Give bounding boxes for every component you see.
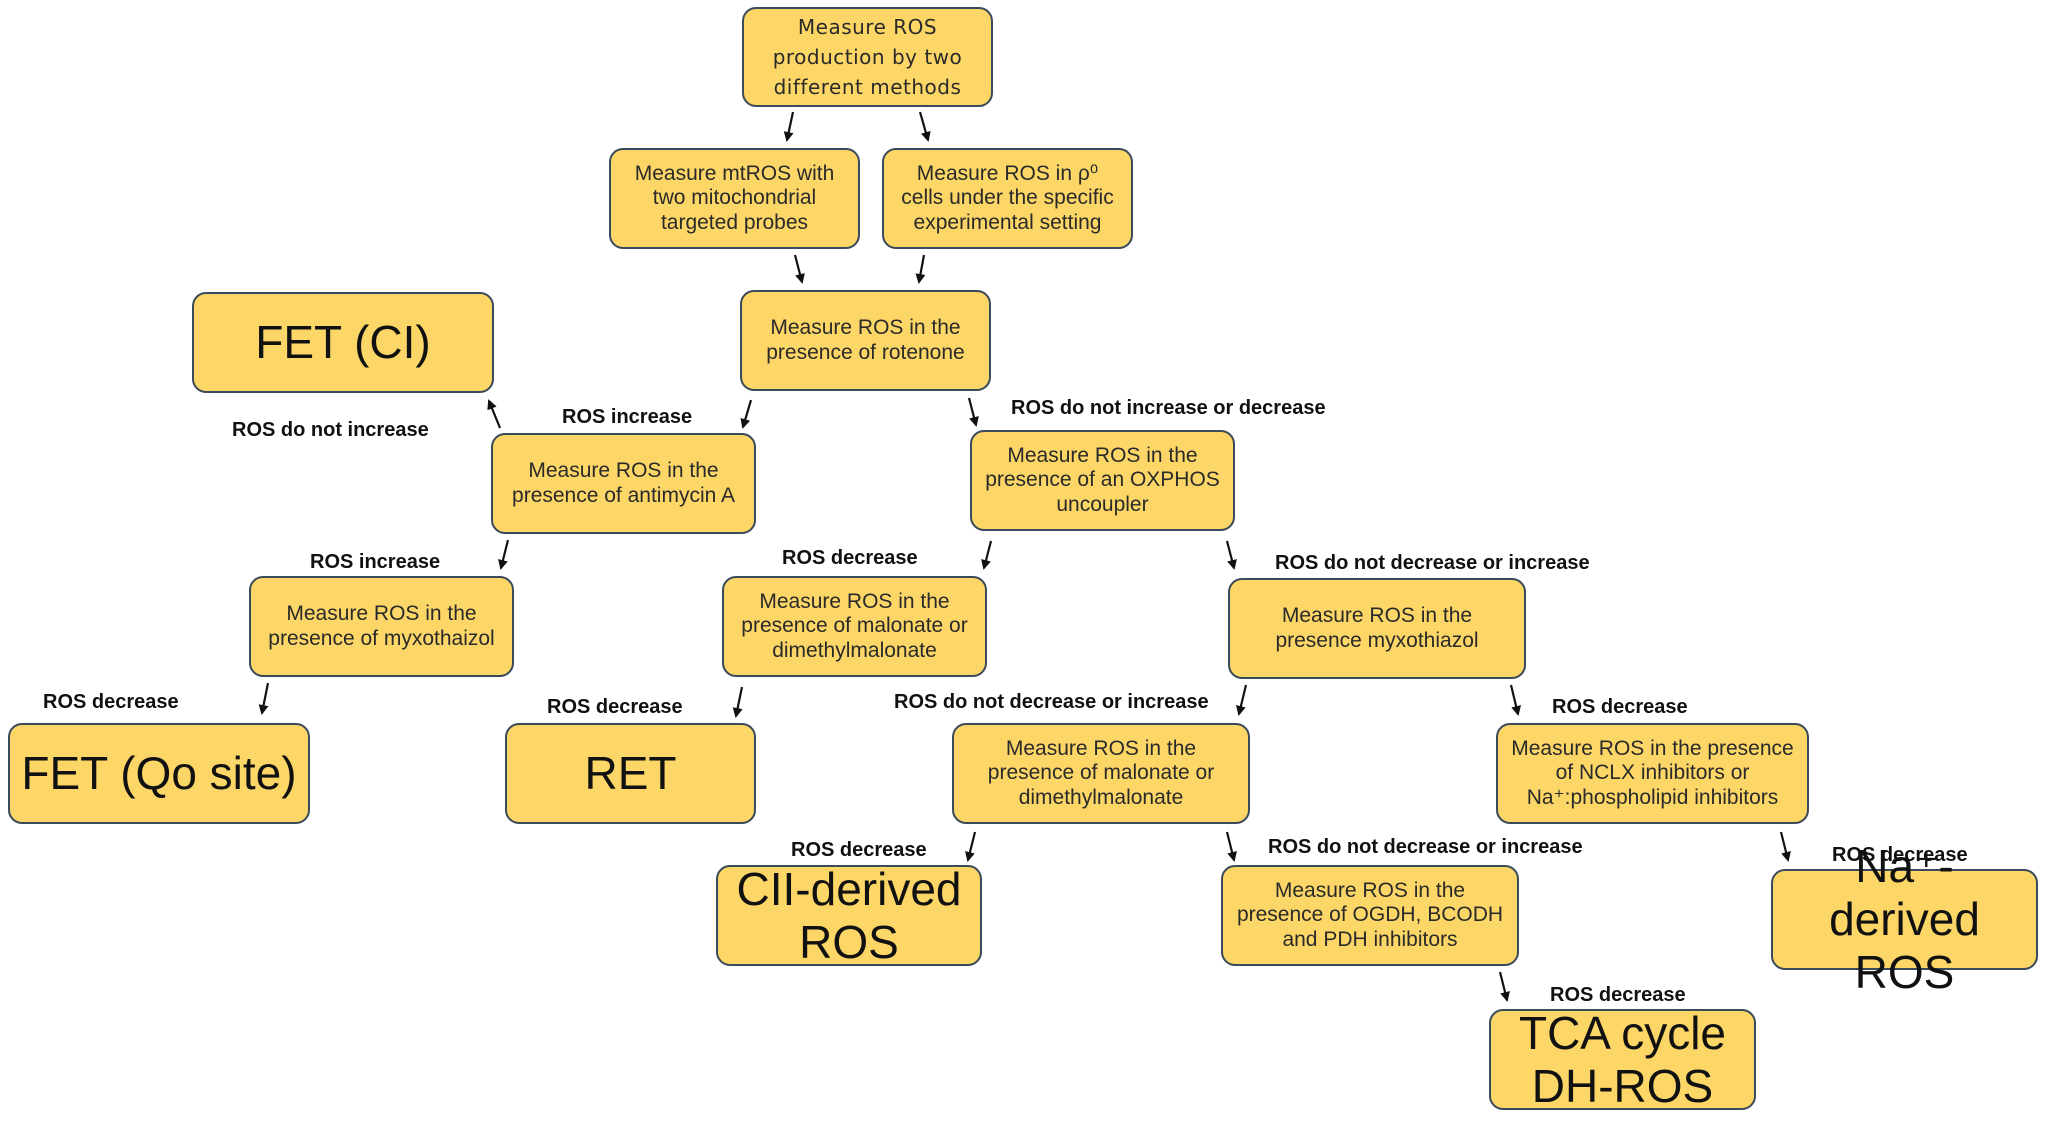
arrow-ogdh-to-tca (1498, 971, 1510, 1002)
arrow-antimycin-to-myxothaizol (498, 539, 510, 570)
edge-label-ros-decrease-1: ROS decrease (782, 547, 918, 569)
node-measure-ros-malonate-1: Measure ROS in the presence of malonate … (722, 576, 987, 677)
edge-label-ros-no-change-2: ROS do not decrease or increase (1275, 552, 1590, 574)
node-measure-ros-nclx-inhibitors: Measure ROS in the presence of NCLX inhi… (1496, 723, 1809, 824)
node-tca-cycle-dh-ros: TCA cycle DH-ROS (1489, 1007, 1756, 1112)
edge-label-ros-decrease-6: ROS decrease (1832, 844, 1968, 866)
edge-label-ros-no-change-1: ROS do not increase or decrease (1011, 397, 1326, 419)
edge-label-ros-decrease-2: ROS decrease (43, 691, 179, 713)
node-cii-derived-ros: CII-derived ROS (716, 863, 982, 968)
node-measure-ros-myxothiazol: Measure ROS in the presence myxothiazol (1228, 578, 1526, 679)
arrow-uncoupler-to-malonate-1 (981, 540, 993, 570)
arrow-rotenone-to-uncoupler (967, 397, 979, 427)
edge-label-ros-decrease-3: ROS decrease (547, 696, 683, 718)
arrow-rho-to-rotenone (915, 254, 926, 284)
node-measure-ros-rho0-cells: Measure ROS in ρ⁰ cells under the specif… (882, 148, 1133, 249)
edge-label-ros-decrease-7: ROS decrease (1550, 984, 1686, 1006)
node-measure-ros-two-methods: Measure ROS production by two different … (742, 7, 993, 107)
node-ret: RET (505, 723, 756, 824)
arrow-uncoupler-to-myxothiazol (1225, 540, 1237, 570)
node-measure-ros-uncoupler: Measure ROS in the presence of an OXPHOS… (970, 430, 1235, 531)
arrow-myxothiazol-to-malonate-2 (1236, 684, 1248, 716)
node-measure-ros-myxothaizol: Measure ROS in the presence of myxothaiz… (249, 576, 514, 677)
arrow-malonate-2-to-ogdh (1225, 831, 1237, 862)
edge-label-ros-no-change-3: ROS do not decrease or increase (894, 691, 1209, 713)
edge-label-ros-decrease-4: ROS decrease (1552, 696, 1688, 718)
arrow-nclx-to-na (1779, 831, 1791, 862)
edge-label-ros-increase-1: ROS increase (562, 406, 693, 428)
arrow-top-to-mtros (783, 111, 795, 142)
node-measure-mtros-probes: Measure mtROS with two mitochondrial tar… (609, 148, 860, 249)
edge-label-ros-no-change-4: ROS do not decrease or increase (1268, 836, 1583, 858)
arrow-rotenone-to-antimycin (740, 399, 753, 429)
node-measure-ros-antimycin: Measure ROS in the presence of antimycin… (491, 433, 756, 534)
edge-label-ros-increase-2: ROS increase (310, 551, 441, 573)
arrow-rotenone-to-fet-ci (487, 399, 502, 429)
arrow-malonate-1-to-ret (732, 686, 744, 718)
arrow-mtros-to-rotenone (793, 254, 805, 284)
node-measure-ros-rotenone: Measure ROS in the presence of rotenone (740, 290, 991, 391)
arrow-top-to-rho (918, 111, 931, 142)
arrow-myxothaizol-to-fet-qo (258, 682, 270, 715)
edge-label-ros-decrease-5: ROS decrease (791, 839, 927, 861)
node-measure-ros-ogdh-inhibitors: Measure ROS in the presence of OGDH, BCO… (1221, 865, 1519, 966)
edge-label-ros-do-not-increase: ROS do not increase (232, 419, 429, 441)
node-fet-qo-site: FET (Qo site) (8, 723, 310, 824)
node-fet-ci: FET (CI) (192, 292, 494, 393)
node-measure-ros-malonate-2: Measure ROS in the presence of malonate … (952, 723, 1250, 824)
node-na-derived-ros: Na⁺-derived ROS (1771, 840, 2038, 998)
arrow-malonate-2-to-cii (965, 831, 977, 862)
arrow-myxothiazol-to-nclx (1509, 684, 1521, 716)
